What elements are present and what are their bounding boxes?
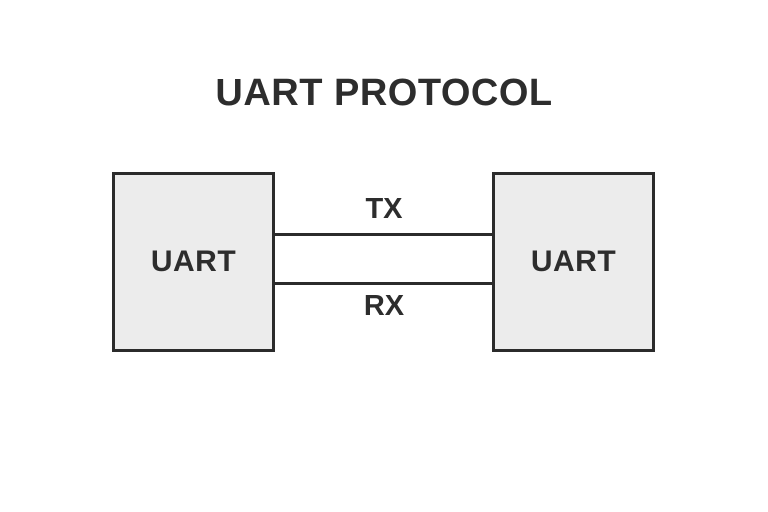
- diagram-title: UART PROTOCOL: [215, 72, 553, 114]
- tx-wire-label: TX: [365, 193, 403, 225]
- uart-right-box-label: UART: [530, 245, 617, 278]
- uart-left-box: UART: [112, 172, 275, 352]
- uart-right-box: UART: [492, 172, 655, 352]
- uart-left-box-label: UART: [150, 245, 237, 278]
- rx-wire-label: RX: [363, 290, 405, 322]
- rx-wire-line: [275, 282, 493, 285]
- tx-wire-line: [275, 233, 493, 236]
